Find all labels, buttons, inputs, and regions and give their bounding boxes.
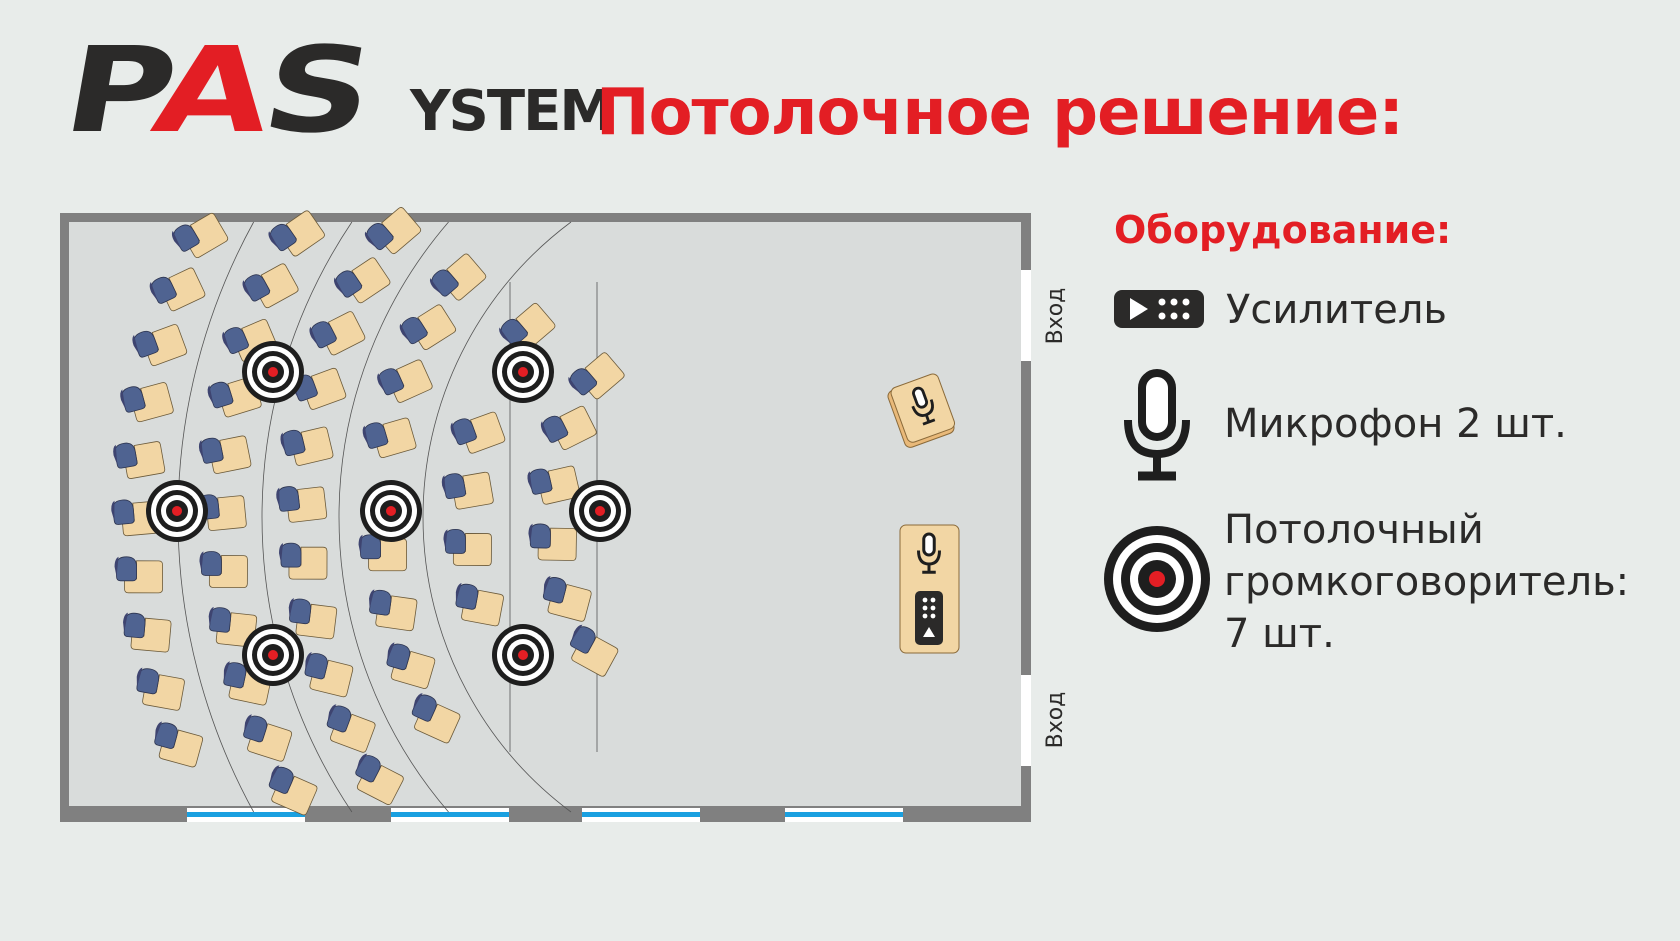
ceiling-speaker xyxy=(146,480,208,542)
seat xyxy=(542,576,592,622)
seat xyxy=(411,693,461,744)
row-arc xyxy=(422,221,572,813)
seat xyxy=(149,267,206,312)
seat xyxy=(528,523,577,561)
seat xyxy=(276,486,328,523)
seat xyxy=(243,714,293,762)
seat xyxy=(268,765,318,816)
seat xyxy=(208,606,258,648)
seat xyxy=(377,359,433,403)
seat xyxy=(288,598,338,640)
amplifier-icon xyxy=(915,591,943,645)
seat xyxy=(455,583,504,627)
seat xyxy=(242,263,299,309)
seat xyxy=(443,528,492,566)
seat xyxy=(304,652,354,698)
seat xyxy=(570,624,619,677)
row-arc xyxy=(261,221,353,813)
lectern xyxy=(887,373,956,448)
seat xyxy=(280,426,334,466)
seat xyxy=(132,324,188,367)
seat xyxy=(399,304,457,350)
ceiling-speaker-icon xyxy=(1104,526,1210,632)
seat xyxy=(113,441,166,479)
window xyxy=(391,808,509,822)
seat xyxy=(429,253,487,301)
ceiling-speaker xyxy=(360,480,422,542)
seat xyxy=(309,311,366,356)
seat xyxy=(120,382,174,423)
seat xyxy=(527,465,581,505)
page-title: Потолочное решение: xyxy=(596,76,1404,150)
seat xyxy=(114,556,163,594)
seat xyxy=(568,352,625,400)
legend-microphone-label: Микрофон 2 шт. xyxy=(1224,401,1567,447)
seat xyxy=(326,704,376,753)
seat xyxy=(499,302,556,350)
seat xyxy=(334,257,391,304)
seat xyxy=(268,210,325,257)
seat xyxy=(358,534,407,572)
seat xyxy=(291,367,347,410)
seat xyxy=(171,212,229,259)
ceiling-speaker xyxy=(242,341,304,403)
legend-speaker-line: 7 шт. xyxy=(1224,611,1335,657)
ceiling-speaker xyxy=(492,341,554,403)
window xyxy=(785,808,903,822)
entrance-top[interactable] xyxy=(1021,270,1031,361)
seat xyxy=(123,612,172,653)
microphone-icon xyxy=(1124,369,1190,481)
seat xyxy=(540,405,597,450)
windows xyxy=(187,808,903,822)
seat xyxy=(362,417,417,459)
row-arc xyxy=(338,221,449,813)
seat xyxy=(198,435,252,474)
equipment-heading: Оборудование: xyxy=(1114,208,1452,252)
logo-ystem: YSTEM xyxy=(409,79,615,144)
pasystem-logo: PAS YSTEM xyxy=(55,21,615,159)
seat xyxy=(364,207,422,255)
seat xyxy=(279,542,328,580)
window xyxy=(582,808,700,822)
seat xyxy=(386,642,436,689)
ceiling-speaker xyxy=(492,624,554,686)
microphone-icon xyxy=(911,386,936,426)
legend-speaker-line: Потолочный xyxy=(1224,507,1484,553)
entrance-bottom[interactable] xyxy=(1021,675,1031,766)
seat xyxy=(355,753,404,805)
seat xyxy=(136,667,185,711)
legend-speaker-line: громкоговоритель: xyxy=(1224,559,1630,605)
legend-amplifier-label: Усилитель xyxy=(1226,287,1447,333)
amplifier-icon xyxy=(1114,290,1204,328)
seat xyxy=(154,721,204,768)
window xyxy=(187,808,305,822)
seat xyxy=(441,471,494,510)
entrance-top-label: Вход xyxy=(1043,288,1068,345)
ceiling-speaker xyxy=(242,624,304,686)
entrance-bottom-label: Вход xyxy=(1043,692,1068,749)
control-desk xyxy=(899,524,960,654)
seat xyxy=(369,589,418,632)
microphone-icon xyxy=(917,532,941,574)
ceiling-speaker xyxy=(569,480,631,542)
legend-speaker-label: Потолочный громкоговоритель: 7 шт. xyxy=(1224,504,1629,660)
seat xyxy=(450,411,506,454)
ceiling-speakers xyxy=(146,341,631,686)
seat xyxy=(199,551,248,589)
